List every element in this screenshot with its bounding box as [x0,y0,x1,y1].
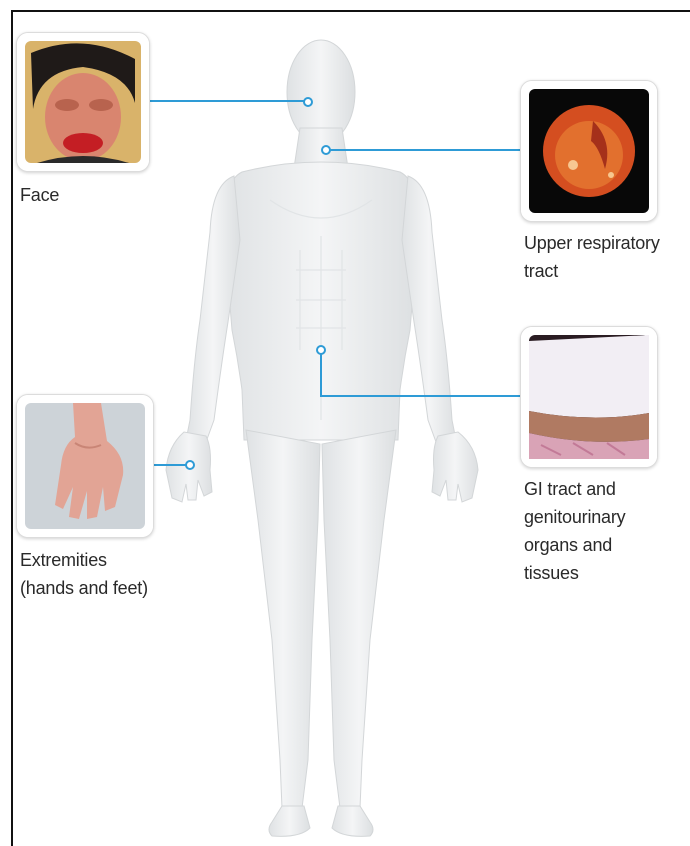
upper-respiratory-photo [521,81,657,221]
connector-dot-gi-tract [317,346,325,354]
upper-respiratory-label: Upper respiratory tract [524,229,660,285]
upper-respiratory-label-line2: tract [524,257,660,285]
connector-dot-upper-respiratory [322,146,330,154]
gi-tract-label: GI tract and genitourinary organs and ti… [524,475,625,587]
extremities-label-line1: Extremities [20,546,148,574]
connector-dot-face [304,98,312,106]
extremities-photo-card [16,394,154,538]
body-right-hand [432,432,478,502]
body-left-foot [269,806,310,836]
face-label-text: Face [20,181,59,209]
body-left-leg [246,430,320,808]
extremities-label: Extremities (hands and feet) [20,546,148,602]
gi-tract-photo-card [520,326,658,468]
face-label: Face [20,181,59,209]
connector-dot-extremities [186,461,194,469]
face-photo [17,33,149,171]
human-body-figure [166,40,478,836]
gi-tract-label-line3: organs and [524,531,625,559]
gi-tract-label-line4: tissues [524,559,625,587]
body-right-leg [322,430,396,808]
extremities-photo [17,395,153,537]
gi-tract-label-line2: genitourinary [524,503,625,531]
extremities-label-line2: (hands and feet) [20,574,148,602]
body-right-foot [332,806,373,836]
upper-respiratory-photo-card [520,80,658,222]
gi-tract-photo [521,327,657,467]
face-photo-card [16,32,150,172]
gi-tract-label-line1: GI tract and [524,475,625,503]
upper-respiratory-label-line1: Upper respiratory [524,229,660,257]
